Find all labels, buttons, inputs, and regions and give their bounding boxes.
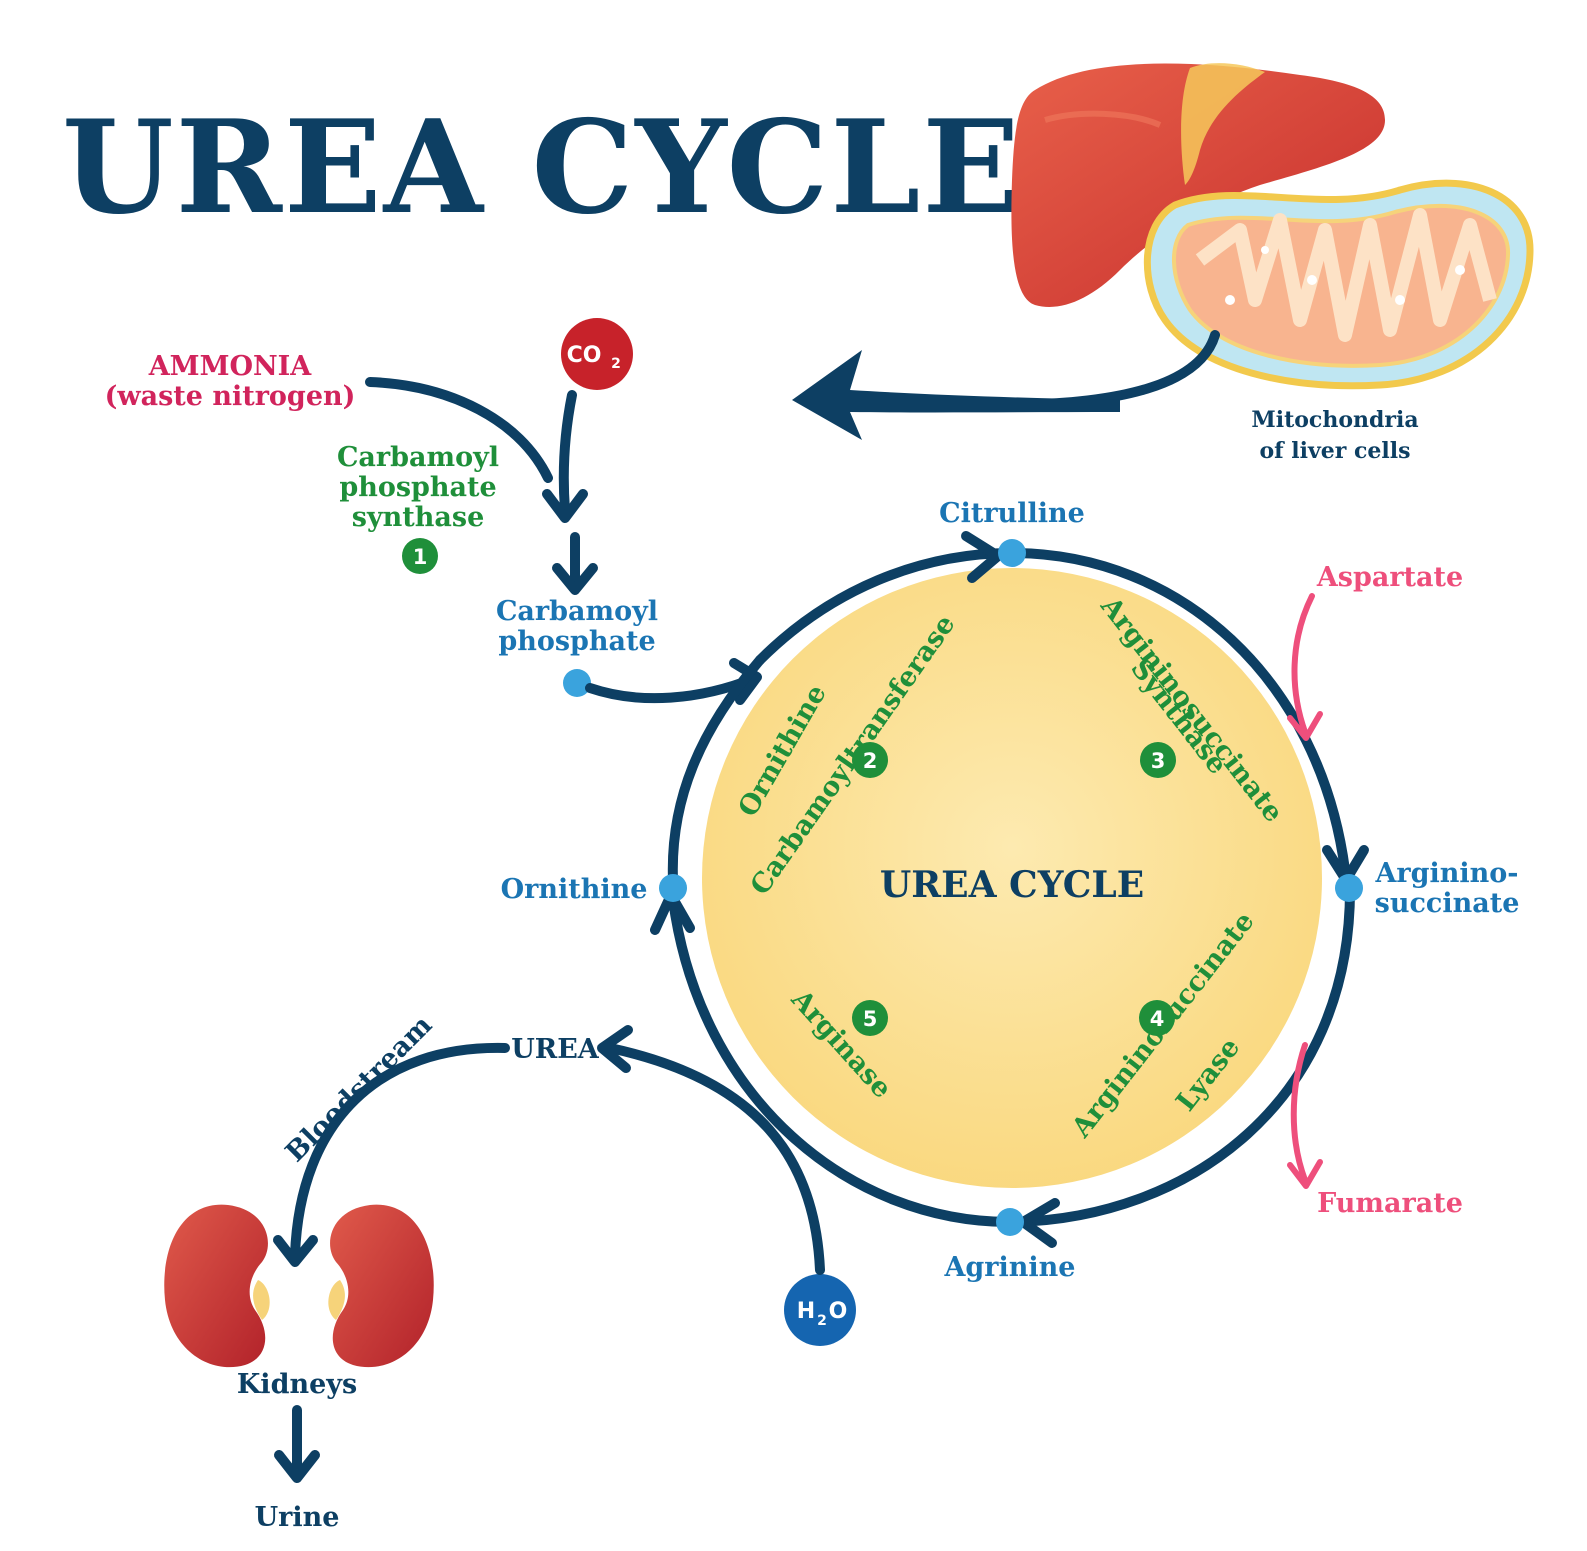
bloodstream-arrowhead [273, 1235, 318, 1267]
argininosuccinate-label-line2: succinate [1375, 888, 1520, 919]
enzyme1-line3: synthase [352, 502, 485, 533]
enzyme3-number: 3 [1151, 749, 1166, 773]
co2-molecule: CO 2 [561, 318, 633, 390]
kidneys-illustration [164, 1204, 434, 1368]
h2o-o: O [829, 1299, 848, 1324]
enzyme1-line2: phosphate [339, 472, 496, 503]
enzyme5-number-badge: 5 [852, 1000, 888, 1036]
ornithine-label: Ornithine [501, 874, 648, 905]
h2o-molecule: H 2 O [784, 1274, 856, 1346]
argininosuccinate-label-line1: Arginino- [1374, 858, 1518, 889]
liver-illustration [1011, 63, 1385, 307]
arginine-node [996, 1208, 1024, 1236]
h2o-h: H [797, 1299, 815, 1324]
mitochondria-label-line1: Mitochondria [1251, 407, 1418, 433]
ammonia-note: (waste nitrogen) [105, 381, 356, 412]
fumarate-label: Fumarate [1317, 1188, 1463, 1219]
h2o-to-urea-arrow [605, 1043, 825, 1275]
co2-arrow [558, 390, 577, 515]
page-title: UREA CYCLE [62, 93, 1022, 243]
co2-arrowhead [542, 489, 588, 523]
aspartate-arrowhead [1287, 711, 1323, 741]
ornithine-node [659, 874, 687, 902]
enzyme3-number-badge: 3 [1140, 742, 1176, 778]
ammonia-label: AMMONIA [148, 351, 313, 382]
kidneys-label: Kidneys [237, 1369, 357, 1400]
cycle-core [702, 568, 1322, 1188]
enzyme1-number-badge: 1 [402, 538, 438, 574]
citrulline-arrowhead [961, 531, 1003, 583]
fumarate-arrow [1290, 1042, 1308, 1183]
co2-subscript: 2 [611, 356, 621, 372]
citrulline-label: Citrulline [939, 498, 1085, 529]
cycle-arc-ornithine-upper [667, 655, 765, 885]
urine-arrowhead [274, 1450, 320, 1483]
carbamoyl-to-cycle-arrowhead [729, 658, 762, 705]
carbamoyl-phosphate-line1: Carbamoyl [496, 596, 658, 627]
cycle-arc-arginine-ornithine [668, 895, 1015, 1227]
cycle-arc-argininosuccinate-arginine [1005, 885, 1355, 1227]
argininosuccinate-node [1335, 874, 1363, 902]
cycle-arc-ornithine-citrulline [755, 548, 1017, 665]
carbamoyl-phosphate-line2: phosphate [498, 626, 655, 657]
mitochondrion-illustration [875, 179, 1534, 410]
enzyme5-number: 5 [863, 1007, 878, 1031]
co2-symbol: CO [567, 343, 602, 368]
fumarate-arrowhead [1287, 1159, 1323, 1189]
cycle-center-title: UREA CYCLE [880, 864, 1144, 906]
urine-label: Urine [255, 1502, 340, 1533]
enzyme2-number: 2 [863, 749, 878, 773]
urea-label: UREA [511, 1034, 600, 1065]
carbamoyl-phosphate-node [563, 669, 591, 697]
carbamoyl-arrowhead [552, 563, 598, 595]
aspartate-label: Aspartate [1316, 562, 1463, 593]
aspartate-arrow [1291, 593, 1315, 735]
h2o-subscript: 2 [817, 1313, 827, 1329]
mitochondria-label-line2: of liver cells [1259, 438, 1410, 464]
enzyme2-number-badge: 2 [852, 742, 888, 778]
enzyme1-number: 1 [413, 545, 428, 569]
bloodstream-arrow [290, 1042, 510, 1260]
ammonia-arrow [365, 377, 553, 483]
arginine-label: Agrinine [943, 1252, 1075, 1283]
citrulline-node [998, 539, 1026, 567]
enzyme4-number: 4 [1150, 1007, 1165, 1031]
enzyme1-line1: Carbamoyl [337, 442, 499, 473]
mitochondria-pointer-arrow [792, 350, 1120, 440]
urea-arrowhead [597, 1025, 633, 1073]
enzyme4-number-badge: 4 [1139, 1000, 1175, 1036]
cycle-arc-citrulline-argininosuccinate [1007, 548, 1350, 875]
bloodstream-label: Bloodstream [280, 1010, 438, 1168]
